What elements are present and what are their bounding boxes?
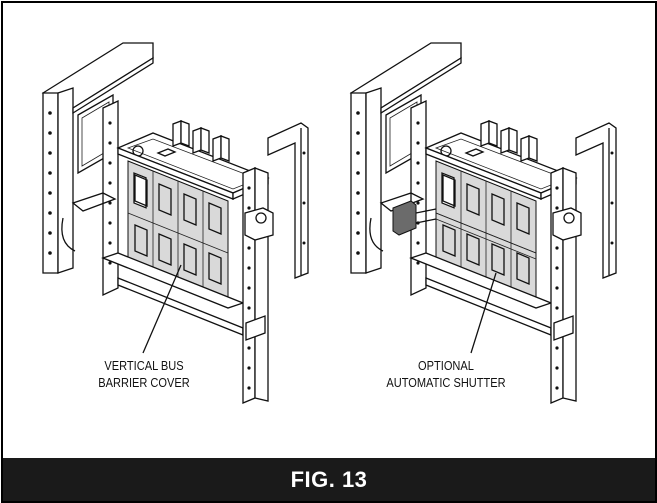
illustration-area: [42, 42, 617, 404]
optional-automatic-shutter-label: OPTIONAL AUTOMATIC SHUTTER: [374, 357, 519, 391]
left-assembly-drawing: [42, 42, 309, 404]
left-leader-line: [142, 264, 182, 354]
right-callout-line1: OPTIONAL: [418, 358, 474, 373]
vertical-bus-barrier-cover-label: VERTICAL BUS BARRIER COVER: [80, 357, 208, 391]
caption-bar: FIG. 13: [3, 458, 655, 501]
left-callout-line2: BARRIER COVER: [98, 375, 190, 390]
right-callout-line2: AUTOMATIC SHUTTER: [386, 375, 506, 390]
figure-caption: FIG. 13: [290, 466, 368, 492]
right-leader-line: [470, 272, 497, 354]
shutter-actuator: [392, 200, 417, 236]
left-callout-line1: VERTICAL BUS: [104, 358, 184, 373]
right-assembly-drawing: [350, 42, 617, 404]
